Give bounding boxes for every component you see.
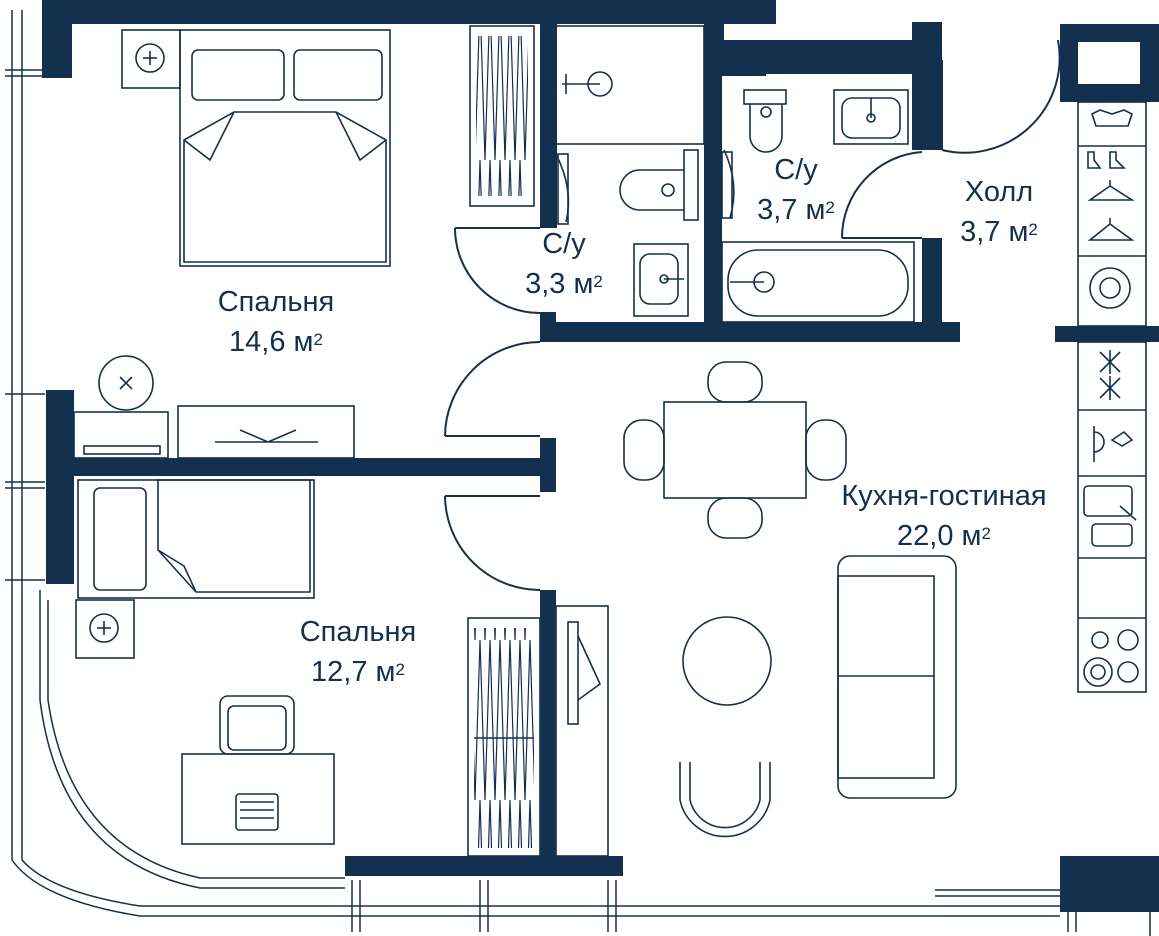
room-label-hall: Холл 3,7 м2 [960,172,1038,252]
toilet-icon [619,149,699,221]
shirt-icon [1091,109,1133,127]
room-name: Холл [964,176,1034,208]
nightstand-icon [75,599,135,659]
shower-door-icon [555,153,570,225]
room-name: Кухня-гостиная [841,480,1047,512]
room-area: 22,0 м2 [897,520,991,552]
laptop-icon [235,793,279,831]
room-area: 3,3 м2 [525,268,603,300]
room-area: 3,7 м2 [757,194,835,226]
room-area: 14,6 м2 [229,326,323,358]
stove-icon [1083,629,1139,687]
door-hall-bath [840,151,923,239]
tv-stand-icon [555,605,609,857]
room-name: Спальня [299,616,417,648]
room-name: Спальня [217,286,335,318]
room-name: С/у [542,228,586,260]
room-label-kitchen: Кухня-гостиная 22,0 м2 [841,476,1046,556]
sink-icon [1083,485,1137,547]
door-living-upper [444,341,541,437]
washing-machine-icon [1089,267,1131,309]
bed-icon [179,29,391,267]
door-bedroom1-closet [454,227,541,314]
door-living-lower [444,495,541,591]
dining-table-icon [623,361,847,539]
shelf-icon [73,411,169,459]
doors [444,39,1061,591]
bathtub-icon [721,241,915,323]
room-area: 3,7 м2 [960,216,1038,248]
wardrobe-icon [467,617,541,857]
sink-icon [633,243,689,317]
door-entrance [941,39,1061,154]
room-label-bedroom2: Спальня 12,7 м2 [300,612,417,692]
hanger-icon [1087,218,1135,241]
desk-icon [177,405,355,459]
kitchen-counter [1077,341,1147,693]
wardrobe-icon [469,25,535,207]
fridge-icon [1099,350,1121,400]
room-label-bedroom1: Спальня 14,6 м2 [218,282,335,362]
hanger-icon [1087,180,1135,201]
room-name: С/у [774,154,818,186]
dishwasher-icon [1093,426,1134,462]
room-area: 12,7 м2 [311,656,405,688]
armchair-icon [219,695,295,755]
lamp-icon [98,355,154,411]
sink-icon [833,89,909,145]
room-label-bath2: С/у 3,7 м2 [757,150,835,230]
single-bed-icon [77,479,315,599]
shower-icon [555,25,705,145]
closet-icon [1077,101,1147,327]
room-label-bath1: С/у 3,3 м2 [525,224,603,304]
sofa-icon [837,555,957,799]
toilet-icon [743,89,787,153]
walls [42,0,1159,912]
nightstand-icon [121,29,181,89]
exterior-glazing [5,10,1151,936]
coffee-table-icon [682,616,772,706]
shower-door-icon [721,149,735,219]
boots-icon [1087,151,1126,169]
armchair-icon [679,762,771,838]
desk-icon [181,753,335,845]
